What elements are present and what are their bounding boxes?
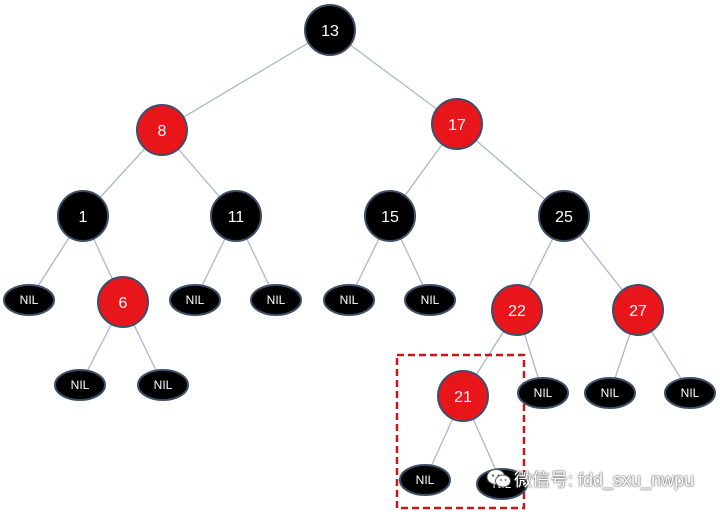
nil-label: NIL xyxy=(681,386,700,400)
node-label: 25 xyxy=(555,209,573,226)
wechat-icon xyxy=(486,468,512,490)
nil-node-shape xyxy=(3,284,55,316)
node-label: 6 xyxy=(119,295,128,312)
node-circle xyxy=(57,190,109,242)
node-label: 22 xyxy=(508,303,526,320)
tree-node-22: 22 xyxy=(491,284,543,336)
node-label: 11 xyxy=(228,209,245,226)
nil-node: NIL xyxy=(517,377,569,409)
nil-node: NIL xyxy=(664,377,716,409)
node-circle xyxy=(210,190,262,242)
nil-node: NIL xyxy=(399,464,451,496)
tree-node-13: 13 xyxy=(304,4,356,56)
nil-node-shape xyxy=(54,369,106,401)
nil-node-shape xyxy=(664,377,716,409)
watermark: 微信号: fdd_sxu_nwpu xyxy=(486,466,694,492)
nil-node: NIL xyxy=(54,369,106,401)
nil-node: NIL xyxy=(323,284,375,316)
nil-label: NIL xyxy=(534,386,553,400)
nil-label: NIL xyxy=(186,293,205,307)
tree-node-27: 27 xyxy=(612,284,664,336)
node-circle xyxy=(491,284,543,336)
edges-layer xyxy=(28,29,691,485)
edge-n13-n8 xyxy=(161,29,331,131)
node-label: 1 xyxy=(79,209,88,226)
node-circle xyxy=(437,370,489,422)
nil-node-shape xyxy=(137,369,189,401)
node-circle xyxy=(304,4,356,56)
node-label: 21 xyxy=(454,389,472,406)
highlight-box xyxy=(395,353,526,510)
node-circle xyxy=(538,190,590,242)
node-circle xyxy=(364,190,416,242)
nil-label: NIL xyxy=(267,293,286,307)
nil-node: NIL xyxy=(584,377,636,409)
nil-node-shape xyxy=(250,284,302,316)
nil-label: NIL xyxy=(71,378,90,392)
tree-node-25: 25 xyxy=(538,190,590,242)
nil-node-shape xyxy=(404,284,456,316)
nil-node-shape xyxy=(169,284,221,316)
tree-node-11: 11 xyxy=(210,190,262,242)
nil-label: NIL xyxy=(154,378,173,392)
watermark-text: 微信号: fdd_sxu_nwpu xyxy=(514,470,695,490)
node-circle xyxy=(612,284,664,336)
nil-label: NIL xyxy=(416,473,435,487)
nil-node-shape xyxy=(517,377,569,409)
tree-node-15: 15 xyxy=(364,190,416,242)
tree-node-8: 8 xyxy=(136,104,188,156)
nil-node-shape xyxy=(399,464,451,496)
edge-n13-n17 xyxy=(329,29,458,125)
tree-node-21: 21 xyxy=(437,370,489,422)
nil-node: NIL xyxy=(3,284,55,316)
node-circle xyxy=(136,104,188,156)
nil-node-shape xyxy=(323,284,375,316)
tree-node-6: 6 xyxy=(97,276,149,328)
node-circle xyxy=(431,98,483,150)
nil-node: NIL xyxy=(404,284,456,316)
tree-node-17: 17 xyxy=(431,98,483,150)
nil-node-shape xyxy=(584,377,636,409)
node-label: 17 xyxy=(448,117,466,134)
node-label: 13 xyxy=(321,23,339,40)
node-label: 27 xyxy=(629,303,647,320)
nil-label: NIL xyxy=(601,386,620,400)
nil-label: NIL xyxy=(340,293,359,307)
nil-label: NIL xyxy=(421,293,440,307)
tree-node-1: 1 xyxy=(57,190,109,242)
node-label: 8 xyxy=(158,123,167,140)
nil-node: NIL xyxy=(169,284,221,316)
node-label: 15 xyxy=(381,209,399,226)
nil-node: NIL xyxy=(137,369,189,401)
nil-node: NIL xyxy=(250,284,302,316)
node-circle xyxy=(97,276,149,328)
nil-label: NIL xyxy=(20,293,39,307)
